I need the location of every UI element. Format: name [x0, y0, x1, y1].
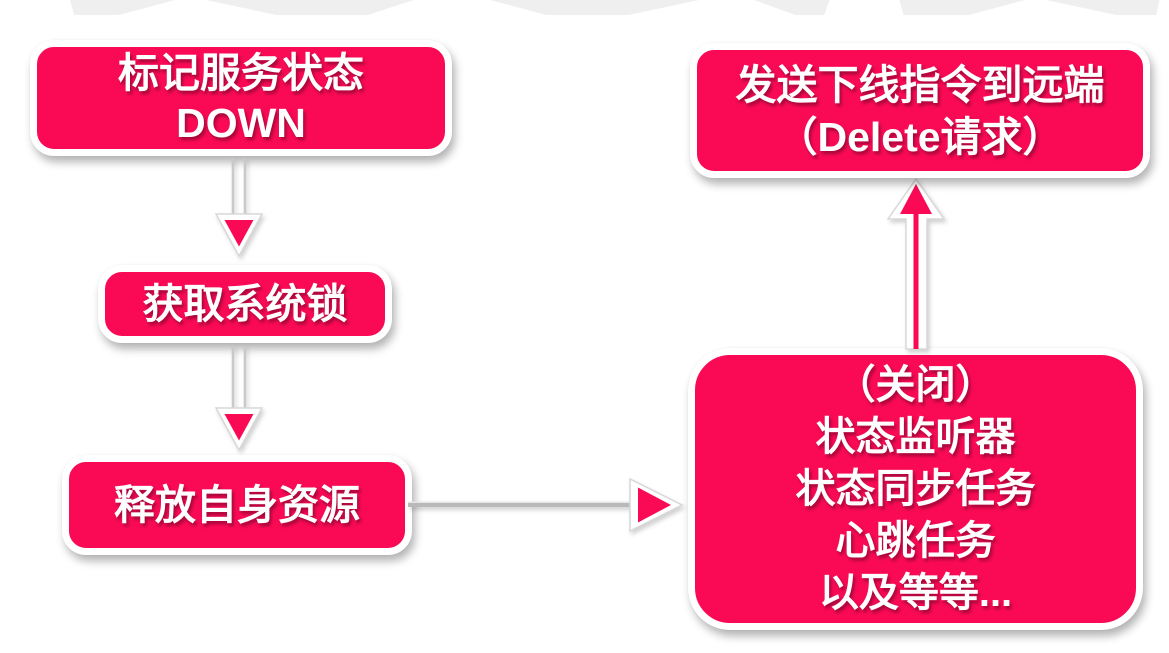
node-send-delete-request: 发送下线指令到远端 （Delete请求）	[690, 43, 1150, 178]
node-text-line: 获取系统锁	[142, 281, 348, 327]
watermark-strip	[0, 0, 1169, 15]
node-text-line: 发送下线指令到远端	[735, 61, 1105, 108]
node-text-line: DOWN	[176, 100, 306, 146]
watermark-shape	[897, 0, 1073, 15]
node-close-tasks: （关闭） 状态监听器 状态同步任务 心跳任务 以及等等...	[688, 348, 1143, 630]
node-text-line: 心跳任务	[835, 519, 996, 563]
watermark-shape	[567, 0, 733, 15]
watermark-shape	[1027, 0, 1163, 15]
watermark-shape	[736, 0, 834, 15]
node-acquire-system-lock: 获取系统锁	[98, 265, 392, 343]
node-release-own-resources: 释放自身资源	[62, 455, 412, 555]
arrow-down-icon	[214, 158, 264, 258]
node-text-line: （关闭）	[835, 363, 996, 407]
arrow-down-icon	[214, 346, 264, 452]
arrow-right-icon	[408, 477, 684, 533]
node-mark-service-down: 标记服务状态 DOWN	[30, 40, 452, 156]
node-text-line: 状态监听器	[815, 415, 1016, 459]
node-text-line: 标记服务状态	[118, 50, 364, 96]
node-text-line: （Delete请求）	[776, 113, 1064, 160]
watermark-shape	[307, 0, 453, 15]
watermark-shape	[67, 0, 203, 15]
node-text-line: 释放自身资源	[114, 482, 360, 528]
node-text-line: 状态同步任务	[795, 467, 1036, 511]
node-text-line: 以及等等...	[818, 571, 1013, 615]
arrow-up-icon	[887, 178, 945, 350]
